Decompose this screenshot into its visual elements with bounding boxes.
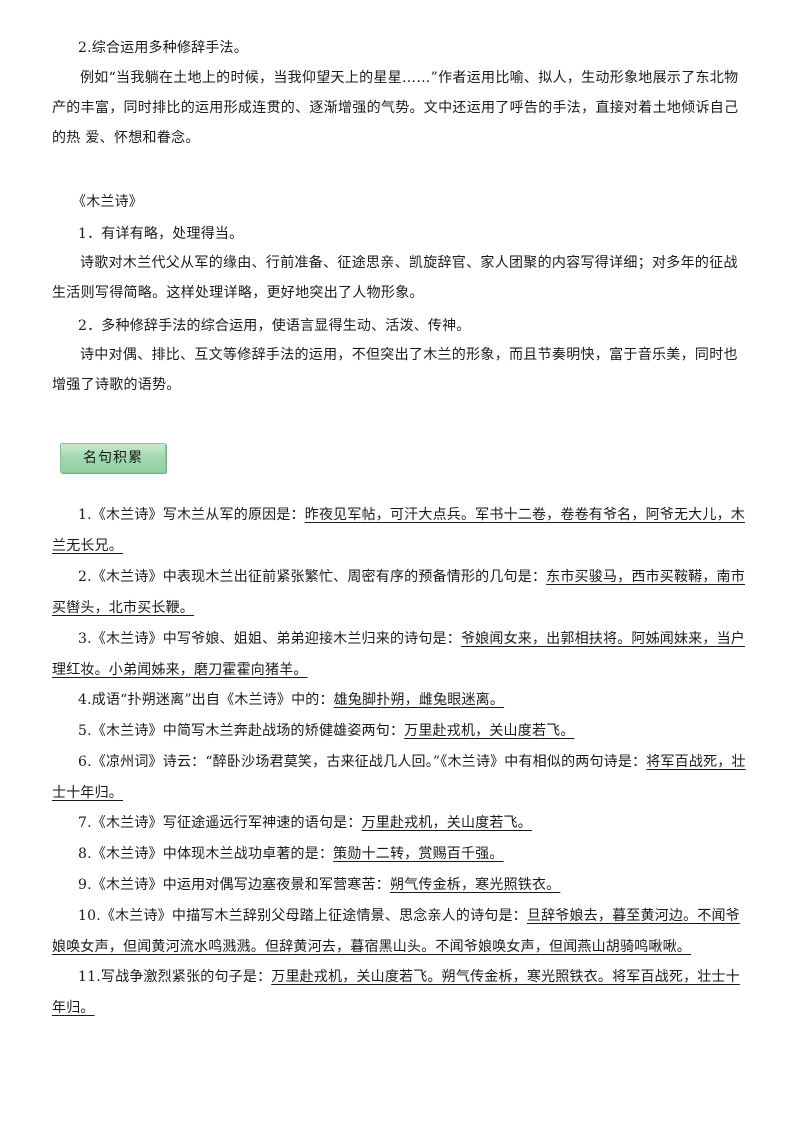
question-text: 5.《木兰诗》中简写木兰奔赴战场的矫健雄姿两句： (78, 723, 405, 739)
answer-text: 雄兔脚扑朔，雌兔眼迷离。 (333, 692, 505, 708)
famous-line-item: 4.成语“扑朔迷离”出自《木兰诗》中的：雄兔脚扑朔，雌兔眼迷离。 (52, 685, 752, 716)
point2-title: 2．多种修辞手法的综合运用，使语言显得生动、活泼、传神。 (78, 318, 471, 334)
point1-title: 1．有详有略，处理得当。 (78, 226, 244, 242)
famous-line-item: 2.《木兰诗》中表现木兰出征前紧张繁忙、周密有序的预备情形的几句是：东市买骏马，… (52, 562, 752, 624)
question-text: 11.写战争激烈紧张的句子是： (78, 969, 272, 985)
famous-line-item: 11.写战争激烈紧张的句子是：万里赴戎机，关山度若飞。朔气传金柝，寒光照铁衣。将… (52, 962, 752, 1024)
answer-text: 万里赴戎机，关山度若飞。 (361, 815, 532, 831)
answer-text: 爷娘闻女来，出郭相扶将。阿姊闻妹来，当户理红妆。小弟闻姊来，磨刀霍霍向猪羊。 (52, 631, 745, 678)
question-text: 9.《木兰诗》中运用对偶写边塞夜景和军营寒苦： (78, 877, 390, 893)
famous-line-item: 5.《木兰诗》中简写木兰奔赴战场的矫健雄姿两句：万里赴戎机，关山度若飞。 (52, 716, 752, 747)
answer-text: 万里赴戎机，关山度若飞。朔气传金柝，寒光照铁衣。将军百战死，壮士十年归。 (52, 969, 740, 1016)
question-text: 2.《木兰诗》中表现木兰出征前紧张繁忙、周密有序的预备情形的几句是： (78, 569, 547, 585)
famous-line-item: 6.《凉州词》诗云：“醉卧沙场君莫笑，古来征战几人回。”《木兰诗》中有相似的两句… (52, 747, 752, 809)
rhetoric-item-title: 2.综合运用多种修辞手法。 (78, 40, 248, 56)
answer-text: 旦辞爷娘去，暮至黄河边。不闻爷娘唤女声，但闻黄河流水鸣溅溅。但辞黄河去，暮宿黑山… (52, 908, 740, 955)
question-text: 3.《木兰诗》中写爷娘、姐姐、弟弟迎接木兰归来的诗句是： (78, 631, 461, 647)
point1-body: 诗歌对木兰代父从军的缘由、行前准备、征途思亲、凯旋辞官、家人团聚的内容写得详细；… (52, 255, 738, 301)
answer-text: 策勋十二转，赏赐百千强。 (333, 846, 504, 862)
banner-label: 名句积累 (83, 450, 143, 466)
question-text: 8.《木兰诗》中体现木兰战功卓著的是： (78, 846, 334, 862)
famous-line-item: 9.《木兰诗》中运用对偶写边塞夜景和军营寒苦：朔气传金柝，寒光照铁衣。 (52, 870, 752, 901)
answer-text: 昨夜见军帖，可汗大点兵。军书十二卷，卷卷有爷名，阿爷无大儿，木兰无长兄。 (52, 507, 745, 554)
famous-line-item: 8.《木兰诗》中体现木兰战功卓著的是：策勋十二转，赏赐百千强。 (52, 839, 752, 870)
question-text: 6.《凉州词》诗云：“醉卧沙场君莫笑，古来征战几人回。”《木兰诗》中有相似的两句… (78, 754, 647, 770)
famous-line-item: 7.《木兰诗》写征途遥远行军神速的语句是：万里赴戎机，关山度若飞。 (52, 808, 752, 839)
question-text: 7.《木兰诗》写征途遥远行军神速的语句是： (78, 815, 362, 831)
question-text: 10.《木兰诗》中描写木兰辞别父母踏上征途情景、思念亲人的诗句是： (78, 908, 527, 924)
question-text: 1.《木兰诗》写木兰从军的原因是： (78, 507, 305, 523)
rhetoric-item-body: 例如“当我躺在土地上的时候，当我仰望天上的星星……”作者运用比喻、拟人，生动形象… (52, 70, 739, 146)
section-banner-famous-lines: 名句积累 (60, 443, 166, 473)
famous-line-item: 1.《木兰诗》写木兰从军的原因是：昨夜见军帖，可汗大点兵。军书十二卷，卷卷有爷名… (52, 500, 752, 562)
point2-body: 诗中对偶、排比、互文等修辞手法的运用，不但突出了木兰的形象，而且节奏明快，富于音… (52, 347, 738, 393)
famous-line-item: 3.《木兰诗》中写爷娘、姐姐、弟弟迎接木兰归来的诗句是：爷娘闻女来，出郭相扶将。… (52, 624, 752, 686)
poem-title: 《木兰诗》 (72, 194, 143, 210)
famous-line-item: 10.《木兰诗》中描写木兰辞别父母踏上征途情景、思念亲人的诗句是：旦辞爷娘去，暮… (52, 901, 752, 963)
answer-text: 将军百战死，壮士十年归。 (52, 754, 746, 801)
answer-text: 东市买骏马，西市买鞍鞯，南市买辔头，北市买长鞭。 (52, 569, 745, 616)
answer-text: 万里赴戎机，关山度若飞。 (404, 723, 575, 739)
question-text: 4.成语“扑朔迷离”出自《木兰诗》中的： (78, 692, 334, 708)
answer-text: 朔气传金柝，寒光照铁衣。 (389, 877, 561, 893)
